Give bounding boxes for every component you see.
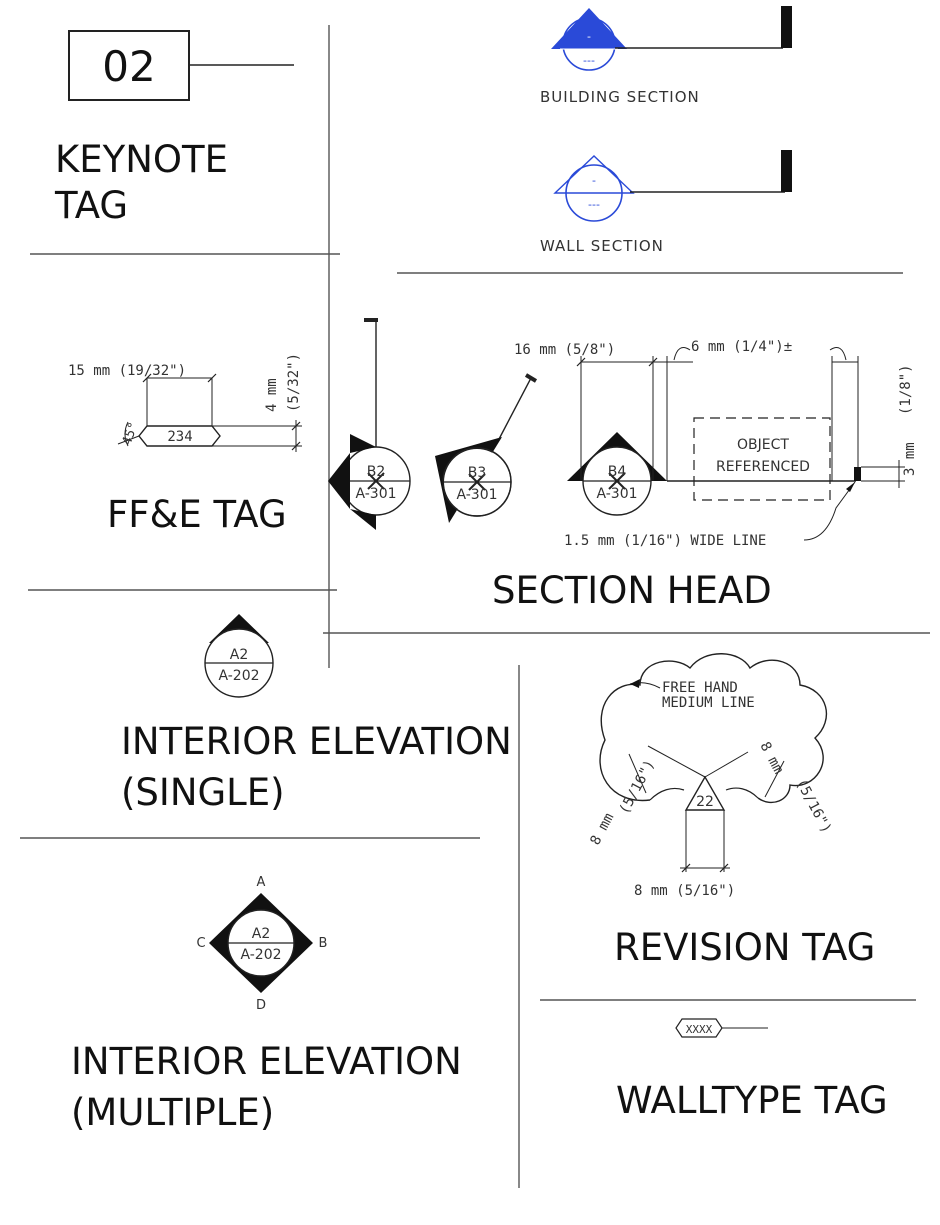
revision-dim-left-in: (5/16"): [616, 757, 658, 817]
section-head-marker-b4: [567, 347, 905, 541]
building-section-label: BUILDING SECTION: [540, 88, 700, 106]
section-head-dim-3-in: (1/8"): [898, 364, 914, 415]
keynote-title-line2: TAG: [54, 184, 128, 227]
walltype-tag-symbol: [675, 1018, 768, 1038]
section-head-b2-top: B2: [367, 464, 386, 480]
revision-tag-value: 22: [696, 794, 714, 810]
walltype-title: WALLTYPE TAG: [616, 1079, 888, 1122]
keynote-title-line1: KEYNOTE: [55, 138, 228, 181]
interior-multiple-dir-c: C: [196, 936, 205, 951]
object-referenced-line2: REFERENCED: [716, 459, 810, 475]
section-head-dim-3-mm: 3 mm: [902, 442, 918, 476]
keynote-symbol: 02: [68, 30, 294, 101]
section-head-b4-bottom: A-301: [596, 486, 637, 502]
interior-elevation-multiple-symbol: [209, 893, 313, 993]
revision-dim-bottom: 8 mm (5/16"): [634, 883, 735, 899]
interior-single-top: A2: [230, 647, 248, 663]
section-head-dim-6: 6 mm (1/4")±: [691, 339, 792, 355]
interior-multiple-top: A2: [252, 926, 270, 942]
ffe-angle: 45°: [120, 420, 142, 447]
section-head-b3-top: B3: [468, 465, 487, 481]
section-head-marker-b2: [328, 318, 411, 530]
wall-section-bottom-text: ---: [588, 198, 600, 211]
section-head-marker-b3: [435, 373, 538, 523]
wall-section-top-text: -: [592, 174, 596, 187]
building-section-marker: - ---: [551, 6, 792, 71]
interior-multiple-dir-b: B: [319, 936, 328, 951]
walltype-tag-value: XXXX: [686, 1023, 713, 1036]
keynote-tag-number: 02: [102, 42, 155, 91]
revision-cloud-note-line1: FREE HAND: [662, 680, 738, 696]
ffe-title: FF&E TAG: [107, 493, 287, 536]
interior-single-title-line2: (SINGLE): [121, 771, 285, 814]
interior-single-title-line1: INTERIOR ELEVATION: [121, 720, 512, 763]
wall-section-label: WALL SECTION: [540, 237, 664, 255]
ffe-tag-symbol: [117, 373, 302, 452]
panel-dividers: [20, 25, 930, 1188]
wall-section-marker: - ---: [553, 150, 792, 222]
revision-dim-right-mm: 8 mm: [756, 739, 786, 776]
ffe-tag-value: 234: [167, 429, 192, 445]
interior-multiple-title-line1: INTERIOR ELEVATION: [71, 1040, 462, 1083]
revision-dim-left-mm: 8 mm: [587, 811, 617, 848]
revision-dim-right-in: (5/16"): [792, 776, 834, 836]
revision-tag-symbol: [599, 653, 828, 873]
section-head-title: SECTION HEAD: [492, 569, 772, 612]
section-head-b3-bottom: A-301: [456, 487, 497, 503]
revision-cloud-note-line2: MEDIUM LINE: [662, 695, 755, 711]
section-head-dim-16: 16 mm (5/8"): [514, 342, 615, 358]
interior-single-bottom: A-202: [218, 668, 259, 684]
interior-multiple-bottom: A-202: [240, 947, 281, 963]
ffe-height-dim-mm: 4 mm: [264, 378, 280, 412]
section-head-b4-top: B4: [608, 464, 627, 480]
ffe-height-dim-in: (5/32"): [286, 353, 302, 412]
interior-multiple-dir-a: A: [257, 875, 266, 890]
interior-elevation-single-symbol: [204, 614, 274, 698]
object-referenced-line1: OBJECT: [737, 437, 789, 453]
interior-multiple-dir-d: D: [256, 998, 266, 1013]
ffe-width-dim: 15 mm (19/32"): [68, 363, 186, 379]
building-section-top-text: -: [587, 30, 591, 43]
interior-multiple-title-line2: (MULTIPLE): [71, 1091, 274, 1134]
section-head-b2-bottom: A-301: [355, 486, 396, 502]
revision-title: REVISION TAG: [614, 926, 875, 969]
building-section-bottom-text: ---: [583, 54, 595, 67]
wide-line-note: 1.5 mm (1/16") WIDE LINE: [564, 533, 766, 549]
